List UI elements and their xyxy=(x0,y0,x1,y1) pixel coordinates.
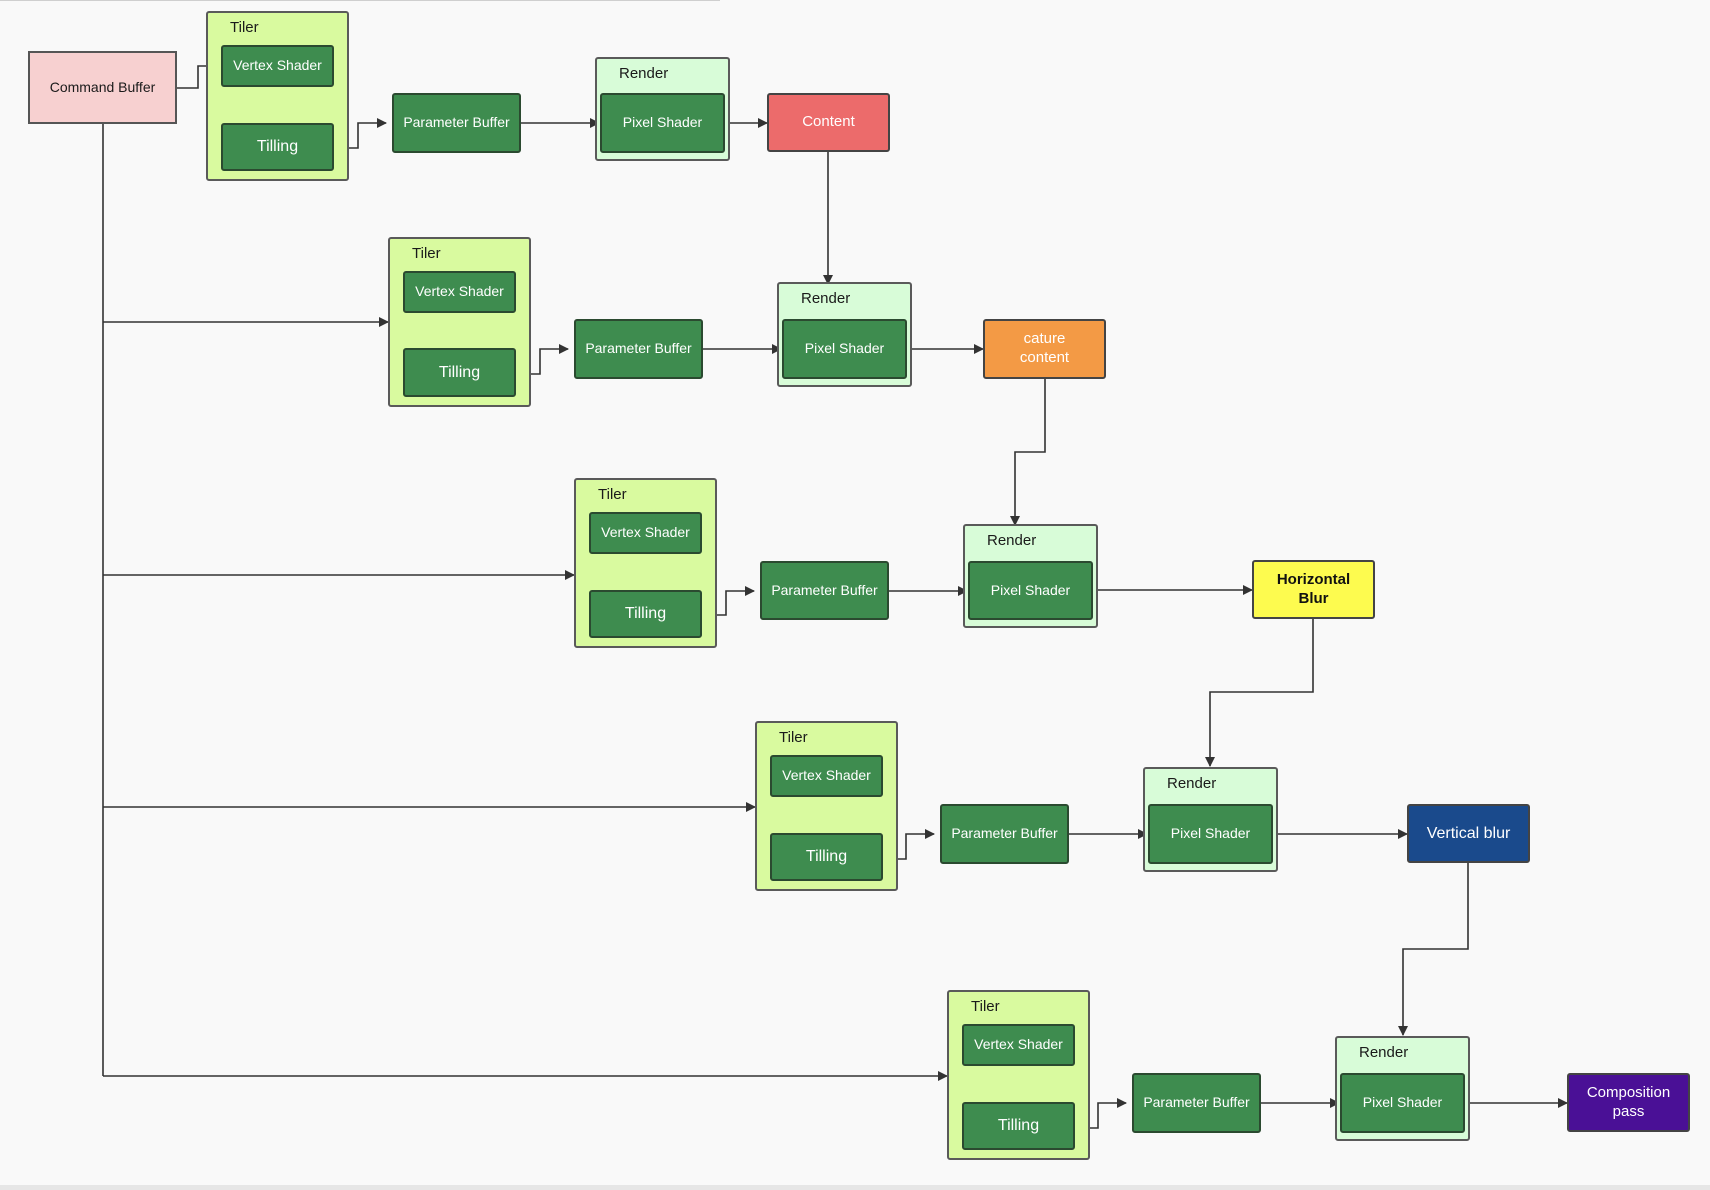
command-buffer-node: Command Buffer xyxy=(28,51,177,124)
pixel-shader-node-2: Pixel Shader xyxy=(782,319,907,379)
tiler-title: Tiler xyxy=(779,729,808,746)
tiler-title: Tiler xyxy=(230,19,259,36)
s4-vblur-to-render5 xyxy=(1398,863,1469,1036)
parameter-buffer-node-5: Parameter Buffer xyxy=(1132,1073,1261,1133)
horizontal-blur-node: Horizontal Blur xyxy=(1252,560,1375,619)
tiler-title: Tiler xyxy=(412,245,441,262)
vertex-shader-node-1: Vertex Shader xyxy=(221,45,334,87)
parameter-buffer-node-1: Parameter Buffer xyxy=(392,93,521,153)
pixel-shader-node-3: Pixel Shader xyxy=(968,561,1093,620)
s2-capture-to-render3 xyxy=(1010,379,1046,526)
vertex-shader-node-2: Vertex Shader xyxy=(403,271,516,313)
s3-hblur-to-render4 xyxy=(1205,619,1314,767)
vertex-shader-node-5: Vertex Shader xyxy=(962,1024,1075,1066)
parameter-buffer-node-4: Parameter Buffer xyxy=(940,804,1069,864)
pixel-shader-node-4: Pixel Shader xyxy=(1148,804,1273,864)
tiler-title: Tiler xyxy=(598,486,627,503)
vertex-shader-node-3: Vertex Shader xyxy=(589,512,702,554)
parameter-buffer-node-2: Parameter Buffer xyxy=(574,319,703,379)
tilling-node-1: Tilling xyxy=(221,123,334,171)
render-title: Render xyxy=(987,532,1037,549)
render-title: Render xyxy=(1359,1044,1409,1061)
top-divider xyxy=(0,0,720,1)
capture-content-node: cature content xyxy=(983,319,1106,379)
tilling-node-3: Tilling xyxy=(589,590,702,638)
render-title: Render xyxy=(619,65,669,82)
render-title: Render xyxy=(801,290,851,307)
composition-pass-node: Composition pass xyxy=(1567,1073,1690,1132)
vertex-shader-node-4: Vertex Shader xyxy=(770,755,883,797)
bottom-scroll-strip xyxy=(0,1185,1710,1190)
pixel-shader-node-5: Pixel Shader xyxy=(1340,1073,1465,1133)
pixel-shader-node-1: Pixel Shader xyxy=(600,93,725,153)
tiler-title: Tiler xyxy=(971,998,1000,1015)
parameter-buffer-node-3: Parameter Buffer xyxy=(760,561,889,620)
tilling-node-2: Tilling xyxy=(403,348,516,397)
tilling-node-4: Tilling xyxy=(770,833,883,881)
content-node: Content xyxy=(767,93,890,152)
tilling-node-5: Tilling xyxy=(962,1102,1075,1150)
vertical-blur-node: Vertical blur xyxy=(1407,804,1530,863)
render-title: Render xyxy=(1167,775,1217,792)
